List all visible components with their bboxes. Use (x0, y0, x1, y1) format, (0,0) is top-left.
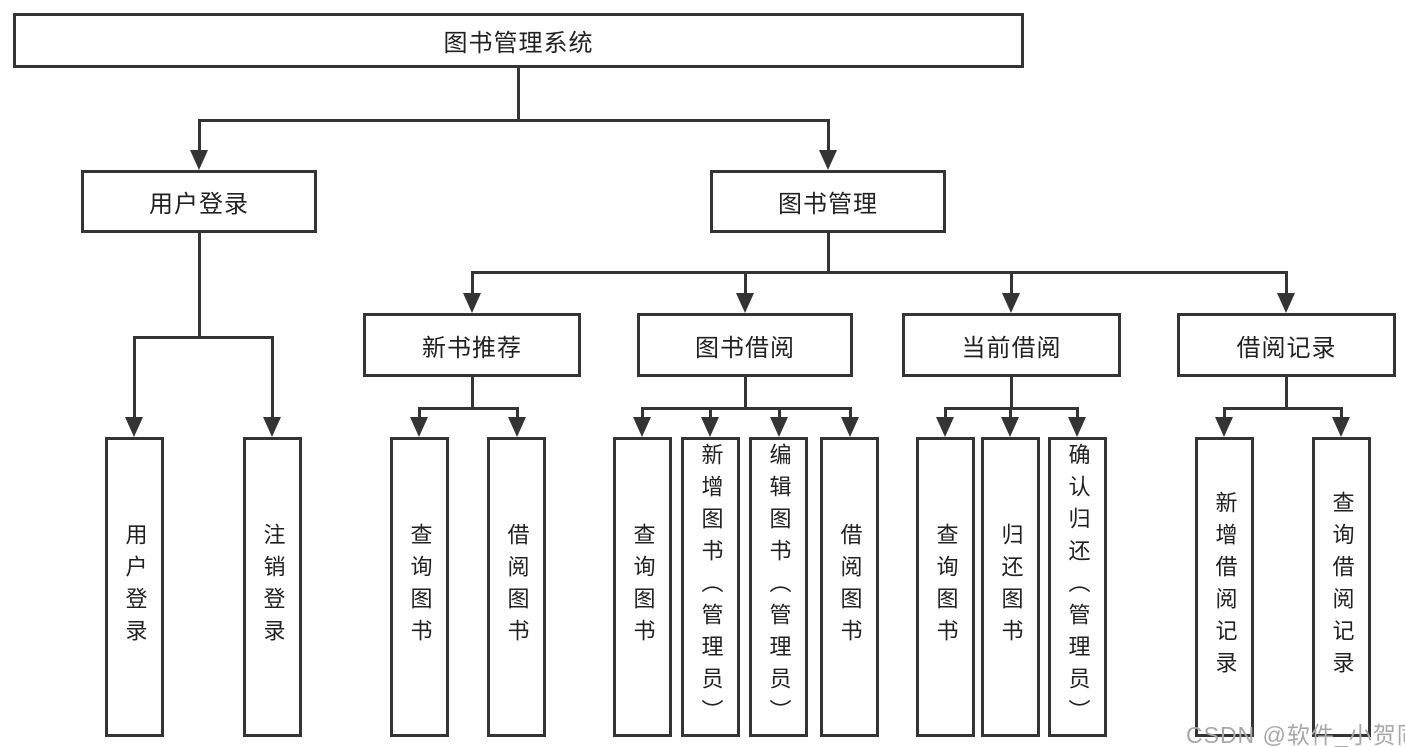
arrowhead-down-icon (1002, 293, 1020, 313)
edge-newbook-stem-2 (516, 407, 519, 421)
leaf-label: 归还图书 (998, 523, 1024, 651)
leaf-label: 查询图书 (407, 523, 433, 651)
leaf-query-books-recommend: 查询图书 (390, 437, 449, 737)
node-new-book-recommendation: 新书推荐 (363, 313, 581, 377)
edge-newbook-trunk (471, 377, 474, 410)
edge-root-bar (198, 119, 830, 122)
arrowhead-down-icon (819, 150, 837, 170)
node-library-management-system: 图书管理系统 (13, 13, 1024, 68)
edge-borrow-stem-3 (778, 407, 781, 421)
leaf-add-borrow-record: 新增借阅记录 (1195, 437, 1254, 737)
arrowhead-down-icon (263, 417, 281, 437)
arrowhead-down-icon (736, 293, 754, 313)
leaf-label: 查询图书 (630, 523, 656, 651)
edge-login-bar (133, 336, 274, 339)
arrowhead-down-icon (1001, 417, 1019, 437)
edge-manage-stem-3 (1010, 271, 1013, 297)
edge-records-bar (1223, 407, 1343, 410)
leaf-edit-book-admin: 编辑图书（管理员） (749, 437, 808, 737)
edge-login-trunk (198, 233, 201, 339)
node-label: 图书管理 (778, 191, 878, 218)
node-current-borrowing: 当前借阅 (902, 313, 1121, 377)
leaf-label: 确认归还（管理员） (1065, 443, 1091, 731)
leaf-return-book: 归还图书 (981, 437, 1040, 737)
arrowhead-down-icon (770, 417, 788, 437)
edge-records-stem-1 (1223, 407, 1226, 421)
leaf-label: 注销登录 (260, 523, 286, 651)
leaf-label: 新增图书（管理员） (698, 443, 724, 731)
leaf-label: 借阅图书 (504, 523, 530, 651)
leaf-label: 借阅图书 (837, 523, 863, 651)
node-label: 图书借阅 (695, 334, 795, 362)
leaf-user-login: 用户登录 (105, 437, 164, 737)
edge-manage-stem-4 (1285, 271, 1288, 297)
csdn-watermark: CSDN @软件_小贺同学 (1186, 722, 1405, 747)
arrowhead-down-icon (410, 417, 428, 437)
edge-borrow-stem-4 (849, 407, 852, 421)
edge-manage-bar (471, 271, 1288, 274)
node-label: 新书推荐 (422, 334, 522, 362)
arrowhead-down-icon (125, 417, 143, 437)
leaf-borrow-books: 借阅图书 (820, 437, 879, 737)
arrowhead-down-icon (1332, 417, 1350, 437)
node-borrowing-records: 借阅记录 (1177, 313, 1396, 377)
edge-root-stem-left (198, 119, 201, 154)
arrowhead-down-icon (633, 417, 651, 437)
edge-current-stem-2 (1009, 407, 1012, 421)
arrowhead-down-icon (463, 293, 481, 313)
edge-borrow-stem-1 (641, 407, 644, 421)
edge-root-trunk (517, 68, 520, 121)
node-book-borrowing: 图书借阅 (637, 313, 853, 377)
arrowhead-down-icon (508, 417, 526, 437)
edge-manage-stem-2 (744, 271, 747, 297)
node-label: 图书管理系统 (443, 30, 594, 57)
edge-current-stem-3 (1076, 407, 1079, 421)
leaf-query-borrow-record: 查询借阅记录 (1312, 437, 1371, 737)
arrowhead-down-icon (1215, 417, 1233, 437)
arrowhead-down-icon (936, 417, 954, 437)
node-user-login: 用户登录 (81, 170, 317, 233)
edge-borrow-trunk (744, 377, 747, 410)
edge-login-stem-right (271, 336, 274, 421)
node-label: 用户登录 (149, 191, 249, 218)
edge-current-stem-1 (944, 407, 947, 421)
arrowhead-down-icon (1277, 293, 1295, 313)
arrowhead-down-icon (190, 150, 208, 170)
edge-records-stem-2 (1340, 407, 1343, 421)
leaf-logout: 注销登录 (243, 437, 302, 737)
node-label: 当前借阅 (961, 334, 1062, 362)
arrowhead-down-icon (701, 417, 719, 437)
node-label: 借阅记录 (1236, 334, 1337, 362)
edge-manage-trunk (827, 233, 830, 274)
leaf-query-books-current: 查询图书 (916, 437, 975, 737)
edge-borrow-stem-2 (709, 407, 712, 421)
node-book-management: 图书管理 (710, 170, 946, 233)
edge-root-stem-right (827, 119, 830, 154)
leaf-label: 查询图书 (933, 523, 959, 651)
leaf-query-books-borrowing: 查询图书 (613, 437, 672, 737)
edge-newbook-stem-1 (418, 407, 421, 421)
leaf-borrow-books-recommend: 借阅图书 (487, 437, 546, 737)
edge-login-stem-left (133, 336, 136, 421)
arrowhead-down-icon (1068, 417, 1086, 437)
arrowhead-down-icon (841, 417, 859, 437)
leaf-label: 编辑图书（管理员） (766, 443, 792, 731)
edge-manage-stem-1 (471, 271, 474, 297)
edge-records-trunk (1285, 377, 1288, 410)
leaf-add-book-admin: 新增图书（管理员） (681, 437, 740, 737)
leaf-confirm-return-admin: 确认归还（管理员） (1048, 437, 1107, 737)
edge-newbook-bar (418, 407, 519, 410)
leaf-label: 用户登录 (122, 523, 148, 651)
leaf-label: 新增借阅记录 (1212, 491, 1238, 683)
edge-current-trunk (1010, 377, 1013, 410)
leaf-label: 查询借阅记录 (1329, 491, 1355, 683)
edge-borrow-bar (641, 407, 852, 410)
